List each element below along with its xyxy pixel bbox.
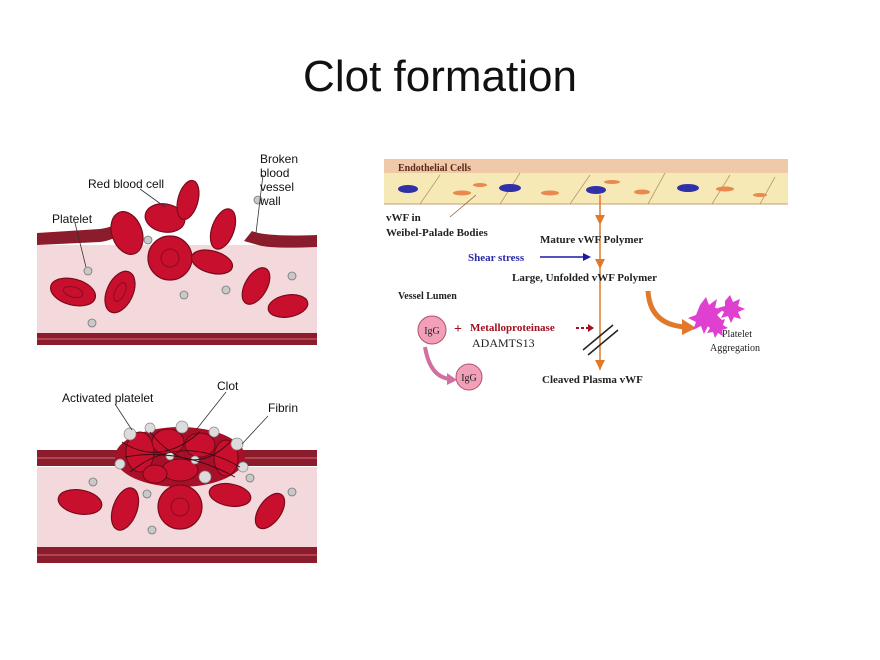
label-weibel-palade: Weibel-Palade Bodies [386,227,488,239]
label-broken-wall-3: vessel [260,180,294,194]
vessel-wall-top-left [37,219,128,245]
slide-title: Clot formation [303,52,577,101]
label-platelet-1: Platelet [722,329,752,340]
clot-illustration: Activated platelet Clot Fibrin [37,379,317,563]
vwf-diagram: Endothelial Cells vWF in Weibel-Palade B… [384,159,788,391]
label-metalloproteinase: Metalloproteinase [470,322,555,334]
label-vessel-lumen: Vessel Lumen [398,291,457,302]
label-clot: Clot [217,379,239,393]
label-igg-2: IgG [461,373,477,384]
label-platelet: Platelet [52,212,93,226]
label-large-unfolded: Large, Unfolded vWF Polymer [512,272,657,284]
igg-circle-1 [417,315,447,345]
igg-circle-2 [455,363,483,391]
platelet-aggregation-icon [688,295,745,338]
vessel-wall-top-right [244,231,317,248]
igg-cycle-arrow [423,346,451,381]
label-plus: + [454,322,462,337]
broken-vessel-illustration: Red blood cell Platelet Broken blood ves… [37,152,317,345]
label-cleaved: Cleaved Plasma vWF [542,374,643,386]
label-vwf-in: vWF in [386,212,421,224]
clot-mass [114,420,249,487]
label-broken-wall-1: Broken [260,152,298,166]
label-shear-stress: Shear stress [468,252,525,264]
label-endothelial-cells: Endothelial Cells [398,163,471,174]
label-broken-wall-4: wall [259,194,281,208]
label-platelet-2: Aggregation [710,343,760,354]
label-mature-polymer: Mature vWF Polymer [540,234,643,246]
label-adamts13: ADAMTS13 [472,336,535,350]
label-fibrin: Fibrin [268,401,298,415]
aggregation-arrow [645,290,687,330]
cleavage-mark [582,324,619,356]
label-igg-1: IgG [424,326,440,337]
label-activated-platelet: Activated platelet [62,391,154,405]
label-broken-wall-2: blood [260,166,289,180]
label-red-blood-cell: Red blood cell [88,177,164,191]
